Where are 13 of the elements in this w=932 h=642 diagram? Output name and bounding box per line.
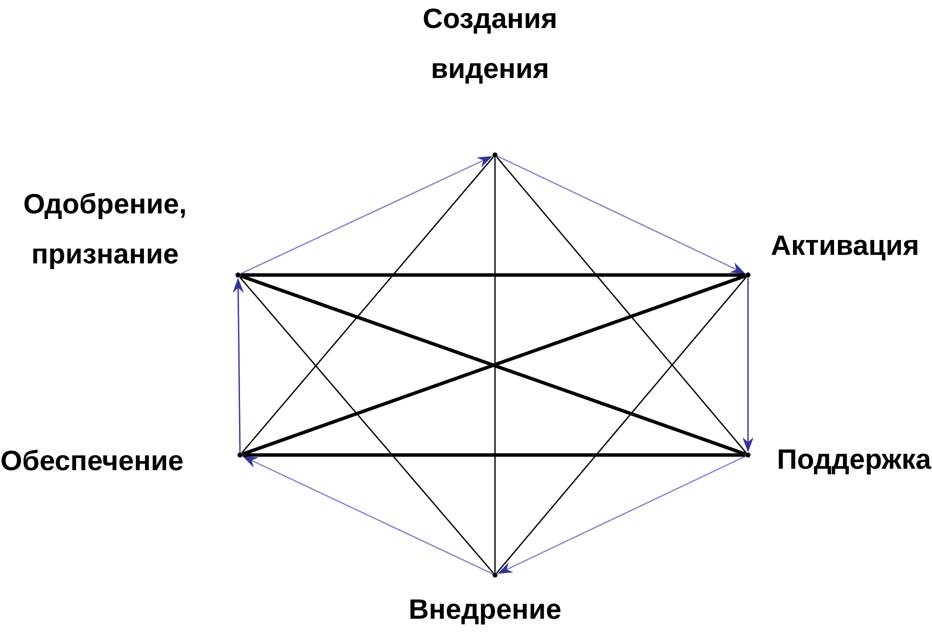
vertex-label: Внедрение [410, 599, 560, 625]
vertex-label: Создания видения [424, 8, 556, 84]
connector-line [242, 453, 746, 457]
connector-line [494, 158, 496, 572]
connector-line [240, 273, 746, 277]
connector-line [239, 276, 494, 574]
vertex-label: Одобрение, признание [24, 192, 185, 270]
vertex-label: Поддержка [778, 449, 932, 475]
connector-line [496, 276, 747, 574]
vertex-label: Активация [772, 236, 918, 260]
connector-line [241, 156, 494, 454]
vertex-label: Обеспечение [2, 450, 183, 470]
connector-line [496, 156, 747, 454]
